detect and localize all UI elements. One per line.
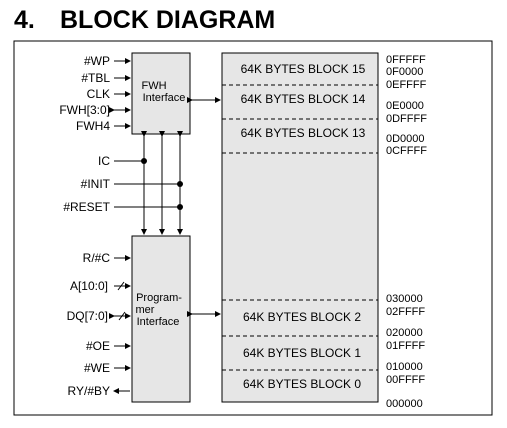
- address-label: 02FFFF: [386, 306, 425, 318]
- bus-slash-dq70: [118, 311, 126, 321]
- address-label: 0DFFFF: [386, 113, 427, 125]
- memory-block-14: 64K BYTES BLOCK 14: [241, 92, 366, 106]
- fwh-interface-label-1: FWH: [141, 80, 166, 92]
- fwh-interface-box: [131, 52, 191, 135]
- memory-block-15: 64K BYTES BLOCK 15: [241, 62, 366, 76]
- address-label: 020000: [386, 327, 423, 339]
- block-separators: [222, 84, 378, 371]
- memory-block-1: 64K BYTES BLOCK 1: [243, 346, 361, 360]
- bus-slash-a100: [117, 281, 125, 291]
- section-number: 4.: [14, 6, 35, 34]
- control-bus: [141, 131, 183, 235]
- address-label: 030000: [386, 293, 423, 305]
- address-label: 0D0000: [386, 133, 425, 145]
- memory-block-0: 64K BYTES BLOCK 0: [243, 377, 361, 391]
- signal-label-ic: IC: [98, 154, 110, 168]
- page-heading: 4. BLOCK DIAGRAM: [14, 6, 275, 35]
- signal-label-init: #INIT: [81, 177, 111, 191]
- address-label: 0CFFFF: [386, 145, 427, 157]
- address-label: 0EFFFF: [386, 79, 427, 91]
- junction-reset: [177, 204, 183, 210]
- address-label: 0FFFFF: [386, 54, 426, 66]
- junction-ic: [141, 158, 147, 164]
- signal-label-dq70: DQ[7:0]: [67, 309, 108, 323]
- signal-label-tbl: #TBL: [81, 71, 110, 85]
- fwh-interface-label-2: Interface: [143, 92, 186, 104]
- signal-label-oe: #OE: [86, 339, 110, 353]
- signal-label-ryby: RY/#BY: [68, 384, 110, 398]
- address-labels: 0FFFFF 0F0000 0EFFFF 0E0000 0DFFFF 0D000…: [386, 54, 427, 410]
- address-label: 000000: [386, 398, 423, 410]
- address-label: 010000: [386, 361, 423, 373]
- address-label: 0E0000: [386, 100, 424, 112]
- signal-label-fwh4: FWH4: [76, 119, 110, 133]
- address-label: 00FFFF: [386, 374, 425, 386]
- signal-label-reset: #RESET: [63, 200, 110, 214]
- diagram-frame: [13, 40, 493, 416]
- section-title: BLOCK DIAGRAM: [60, 6, 276, 34]
- signal-label-fwh30: FWH[3:0]: [59, 103, 110, 117]
- signal-label-clk: CLK: [87, 87, 110, 101]
- signal-label-wp: #WP: [84, 54, 110, 68]
- programmer-interface-label-1: Program-: [136, 292, 182, 304]
- address-label: 01FFFF: [386, 340, 425, 352]
- signal-label-rc: R/#C: [83, 251, 111, 265]
- memory-array: [221, 52, 379, 403]
- programmer-interface-label-3: Interface: [137, 316, 180, 328]
- programmer-interface-box: [131, 235, 191, 403]
- junction-init: [177, 181, 183, 187]
- memory-block-13: 64K BYTES BLOCK 13: [241, 126, 366, 140]
- memory-block-2: 64K BYTES BLOCK 2: [243, 310, 361, 324]
- signal-label-we: #WE: [84, 361, 110, 375]
- signal-label-a100: A[10:0]: [70, 279, 108, 293]
- address-label: 0F0000: [386, 66, 423, 78]
- programmer-interface-label-2: mer: [136, 304, 155, 316]
